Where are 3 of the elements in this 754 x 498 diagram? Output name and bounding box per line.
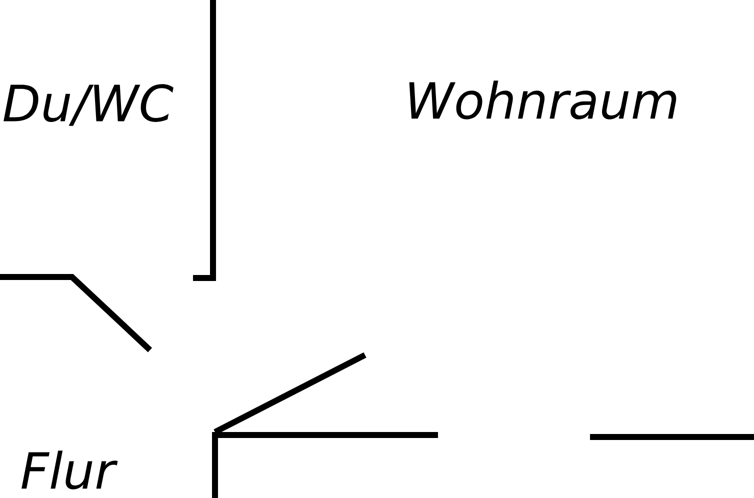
room-label: Flur <box>22 450 118 490</box>
room-label: Du/WC <box>4 84 174 126</box>
room-label: Wohnraum <box>409 80 676 120</box>
